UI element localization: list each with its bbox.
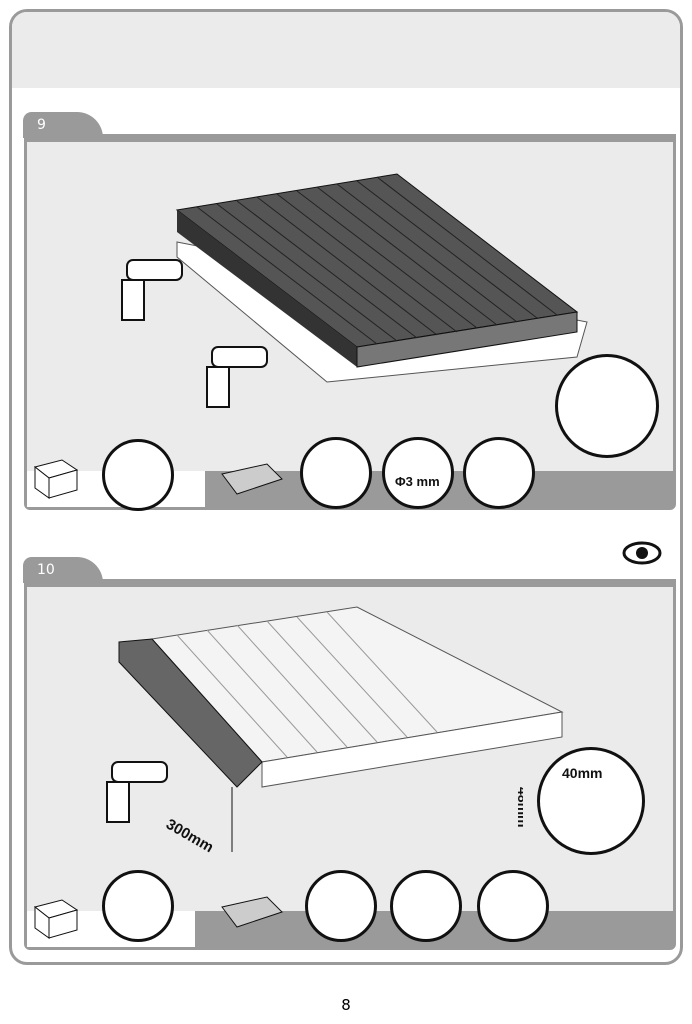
screwdriver-bit-icon bbox=[305, 870, 377, 942]
screwdriver-bit-icon bbox=[300, 437, 372, 509]
drill-icon bbox=[106, 761, 168, 823]
eye-icon bbox=[622, 541, 662, 565]
screw-icon bbox=[102, 870, 174, 942]
drill-icon bbox=[390, 870, 462, 942]
spacing-dimension: 300mm bbox=[163, 816, 216, 857]
deck-illustration-10: 300mm bbox=[106, 606, 564, 857]
step-10-tab: 10 bbox=[23, 557, 103, 583]
drill-icon bbox=[463, 437, 535, 509]
clip-icon bbox=[217, 887, 285, 955]
step-number: 10 bbox=[37, 562, 55, 578]
drill-bit-label: Φ3 mm bbox=[395, 474, 440, 489]
detail-circle bbox=[555, 354, 659, 458]
height-label-wrap: 48mm bbox=[515, 787, 523, 827]
step-number: 9 bbox=[37, 117, 46, 133]
screw-icon bbox=[102, 439, 174, 511]
edge-trim-icon bbox=[477, 870, 549, 942]
clip-icon bbox=[217, 454, 285, 522]
drill-icon bbox=[206, 346, 268, 408]
detail-circle: 40mm bbox=[537, 747, 645, 855]
box-icon bbox=[27, 442, 95, 510]
step-9-tab: 9 bbox=[23, 112, 103, 138]
step-9-panel: Φ3 mm bbox=[24, 134, 676, 511]
drill-icon bbox=[121, 259, 183, 321]
page-frame: 9 Φ3 mm 10 300mm 40mm 48mm bbox=[9, 9, 683, 965]
height-dimension: 48mm bbox=[515, 787, 523, 827]
deck-illustration-9 bbox=[121, 173, 588, 408]
box-icon bbox=[27, 882, 95, 950]
drill-bit-icon: Φ3 mm bbox=[382, 437, 454, 509]
header-band bbox=[12, 12, 680, 88]
page-number: 8 bbox=[341, 996, 351, 1014]
width-dimension: 40mm bbox=[562, 765, 602, 781]
step-10-panel: 300mm 40mm 48mm bbox=[24, 579, 676, 950]
